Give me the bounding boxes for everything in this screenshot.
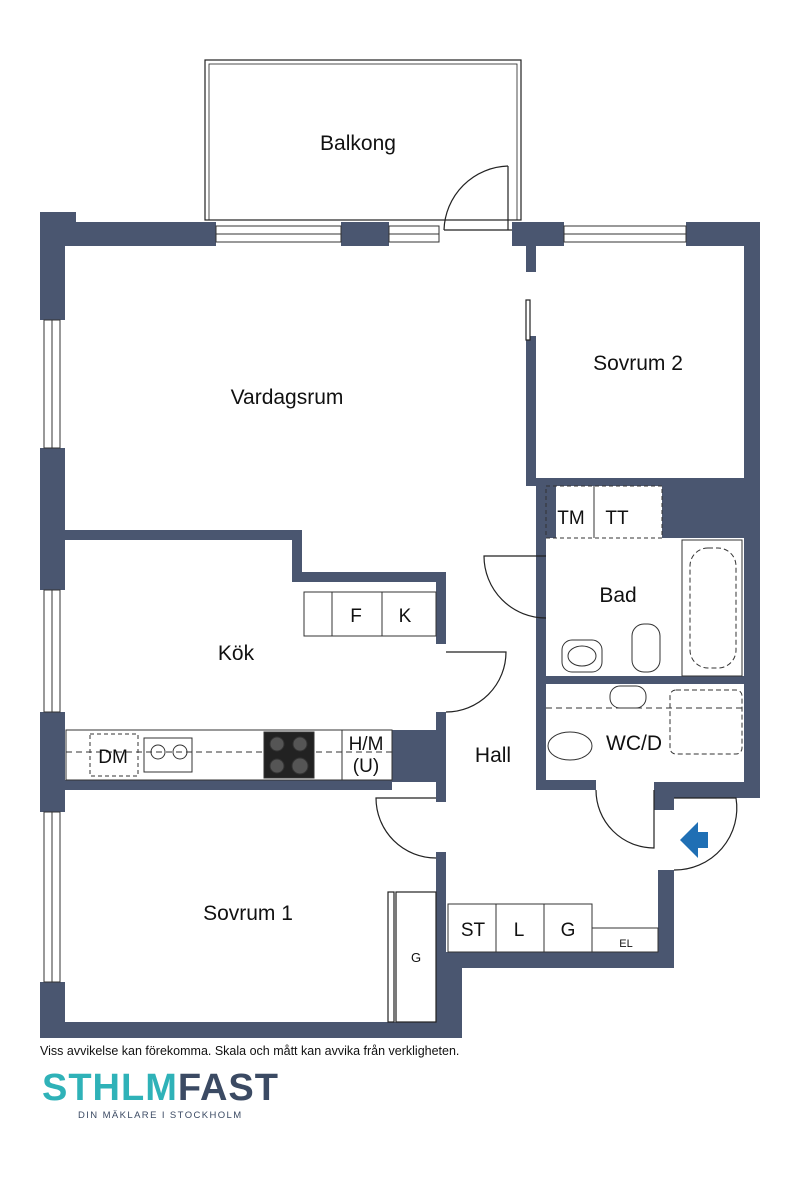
living-room-label: Vardagsrum [231, 386, 344, 409]
logo-part-1: STHLM [42, 1067, 178, 1109]
interior-walls [62, 246, 760, 1022]
floor-plan: Balkong Vardagsrum Sovrum 2 Kök Bad Hall… [40, 59, 760, 1038]
electric-label: EL [619, 938, 632, 950]
linen-label: L [514, 920, 525, 941]
fixtures [65, 485, 744, 953]
doors [375, 165, 738, 1023]
bathroom-label: Bad [599, 584, 636, 607]
tt-label: TT [605, 508, 629, 529]
walls [40, 212, 760, 1038]
tm-label: TM [557, 508, 584, 529]
company-logo: STHLMFAST DIN MÄKLARE I STOCKHOLM [42, 1067, 278, 1128]
toilet-label: WC/D [606, 732, 662, 755]
bedroom-1-label: Sovrum 1 [203, 902, 293, 925]
logo-part-2: FAST [177, 1067, 279, 1109]
wardrobe-bedroom-label: G [411, 950, 421, 965]
hall-label: Hall [475, 744, 511, 767]
balcony-label: Balkong [320, 132, 396, 155]
wardrobe-label: G [561, 920, 576, 941]
entrance-arrow-icon [680, 822, 708, 858]
hm-sub-label: (U) [353, 756, 379, 777]
disclaimer-text: Viss avvikelse kan förekomma. Skala och … [40, 1044, 460, 1058]
logo-tagline: DIN MÄKLARE I STOCKHOLM [78, 1110, 243, 1121]
bedroom-2-label: Sovrum 2 [593, 352, 683, 375]
kitchen-label: Kök [218, 642, 255, 665]
dishwasher-label: DM [98, 747, 128, 768]
storage-label: ST [461, 920, 486, 941]
windows [43, 225, 687, 983]
hm-label: H/M [349, 734, 384, 755]
fridge-label: F [350, 606, 362, 627]
balcony [204, 59, 522, 221]
freezer-label: K [399, 606, 412, 627]
